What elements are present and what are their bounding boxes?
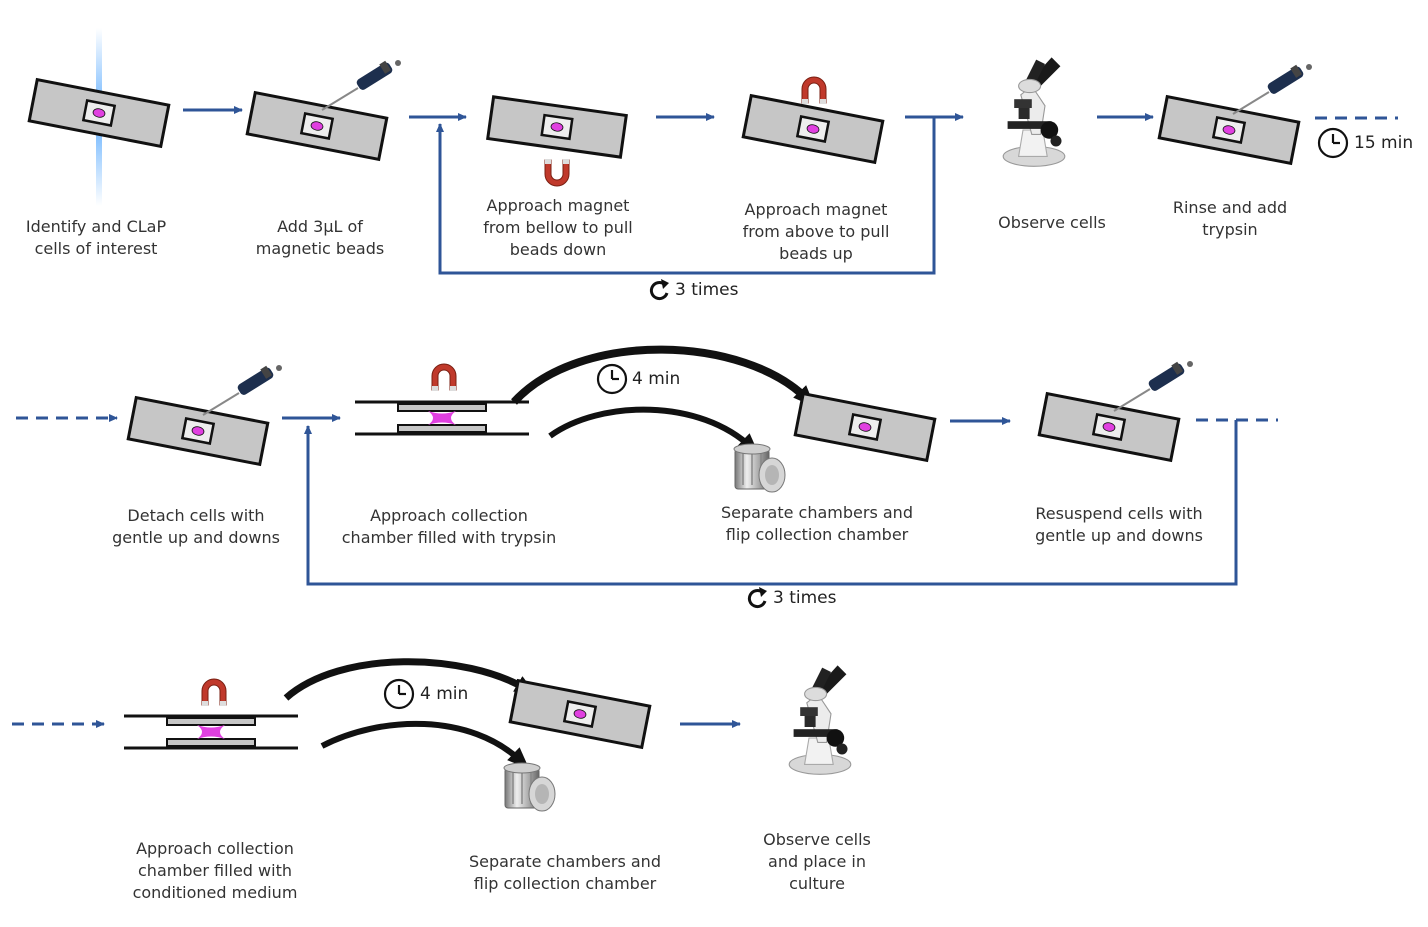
repeat-loop-arrow [436,117,936,275]
label-line: flip collection chamber [473,874,657,893]
slide-icon [486,95,628,159]
label-line: and place in [768,852,866,871]
slide-icon [508,679,652,749]
pipette-icon [1113,360,1194,412]
step-label-observe-cells: Observe cells [972,212,1132,234]
label-line: Approach collection [370,506,528,525]
step-label-collection-trypsin: Approach collection chamber filled with … [334,505,564,549]
step-label-separate-flip-final: Separate chambers and flip collection ch… [460,851,670,895]
label-line: Observe cells [998,213,1106,232]
label-line: Resuspend cells with [1035,504,1203,523]
row1 [27,28,1398,301]
repeat-loop-arrow [304,420,1238,586]
label-line: Approach magnet [744,200,888,219]
step-label-observe-culture: Observe cells and place in culture [737,829,897,895]
slide-icon [793,392,937,462]
repeat-count-label: 3 times [773,588,837,608]
slide-icon [1037,392,1181,462]
step-label-magnet-above: Approach magnet from above to pull beads… [726,199,906,265]
label-line: Approach magnet [486,196,630,215]
clock-icon [596,363,628,395]
label-line: magnetic beads [255,239,385,258]
pipette-icon [202,364,283,416]
microscope-icon [788,664,852,775]
row2 [16,345,1278,609]
flip-arrow [511,345,815,408]
label-line: chamber filled with trypsin [341,528,557,547]
label-line: Separate chambers and [721,503,913,522]
trash-icon [503,762,556,812]
slide-icon [245,91,389,161]
step-label-magnet-below: Approach magnet from bellow to pull bead… [468,195,648,261]
step-label-add-beads: Add 3µL of magnetic beads [240,216,400,260]
label-line: culture [789,874,845,893]
label-line: beads down [509,240,607,259]
step-label-rinse-trypsin: Rinse and add trypsin [1150,197,1310,241]
slide-icon [741,94,885,164]
label-line: Observe cells [763,830,871,849]
step-label-resuspend: Resuspend cells with gentle up and downs [1019,503,1219,547]
magnet-icon [544,158,570,187]
label-line: Separate chambers and [469,852,661,871]
timer-label: 4 min [420,684,469,704]
timer-label: 15 min [1354,133,1414,153]
trash-icon [733,443,786,493]
magnet-icon [431,363,457,392]
step-label-detach-cells: Detach cells with gentle up and downs [106,505,286,549]
slide-icon [126,396,270,466]
label-line: beads up [779,244,853,263]
discard-arrow [548,406,760,455]
pipette-icon [1232,63,1313,115]
label-line: Rinse and add [1172,198,1288,217]
step-label-separate-flip: Separate chambers and flip collection ch… [712,502,922,546]
magnet-icon [801,76,827,105]
label-line: cells of interest [34,239,158,258]
row3 [12,658,852,812]
repeat-icon [649,277,671,301]
magnet-icon [201,678,227,707]
label-line: flip collection chamber [725,525,909,544]
slide-icon [1157,95,1301,165]
clock-icon [1317,127,1349,159]
discard-arrow [320,720,530,769]
label-line: gentle up and downs [1035,526,1203,545]
timer-label: 4 min [632,369,681,389]
pipette-icon [321,59,402,111]
flip-arrow [283,658,537,701]
label-line: gentle up and downs [112,528,280,547]
label-line: conditioned medium [132,883,298,902]
repeat-icon [747,585,769,609]
label-line: Identify and CLaP [25,217,167,236]
label-line: Approach collection [136,839,294,858]
microscope-icon [1002,56,1066,167]
collection-chamber-icon [353,400,531,436]
step-label-collection-medium: Approach collection chamber filled with … [115,838,315,904]
label-line: Add 3µL of [277,217,363,236]
label-line: trypsin [1202,220,1258,239]
clock-icon [383,678,415,710]
label-line: from above to pull [742,222,890,241]
repeat-count-label: 3 times [675,280,739,300]
step-label-identify-clap: Identify and CLaP cells of interest [16,216,176,260]
collection-chamber-icon [122,714,300,750]
label-line: from bellow to pull [483,218,633,237]
label-line: Detach cells with [127,506,265,525]
label-line: chamber filled with [138,861,292,880]
